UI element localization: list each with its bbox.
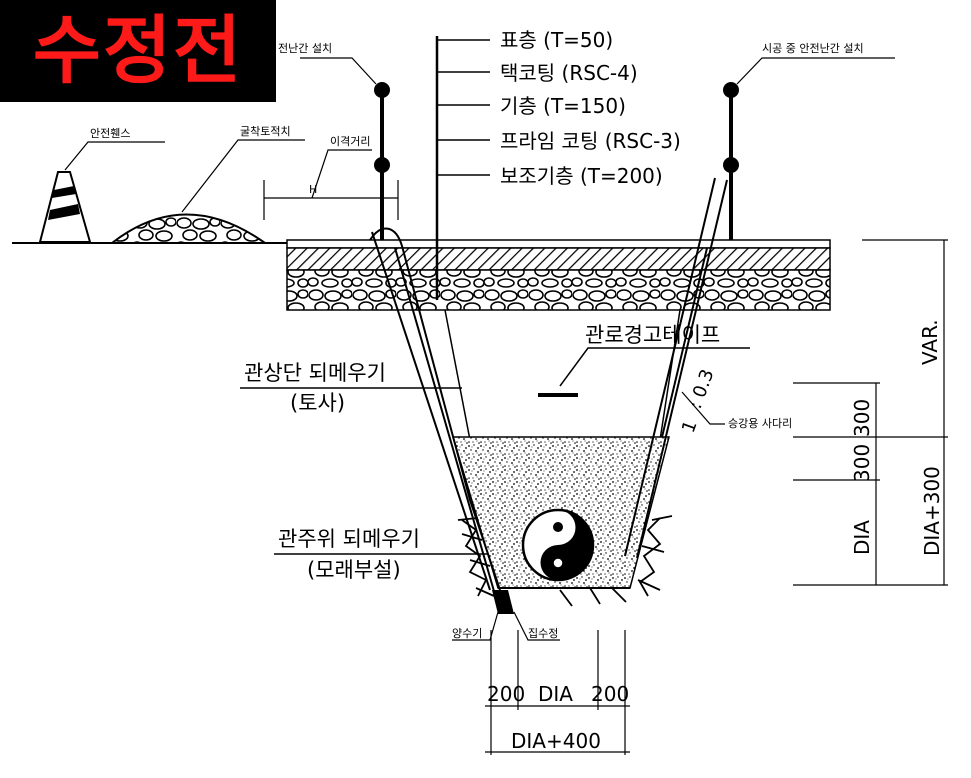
trench-wall-left xyxy=(394,247,499,606)
warning-tape-label: 관로경고테이프 xyxy=(585,323,720,347)
surface-layer xyxy=(286,239,831,249)
pipe-backfill-label: 관주위 되메우기 xyxy=(278,527,420,551)
dim-bottom-mid: DIA xyxy=(538,682,573,706)
layer-label: 보조기층 (T=200) xyxy=(500,164,663,188)
pump-note: 양수기 xyxy=(452,627,482,640)
upper-backfill-label: 관상단 되메우기 xyxy=(244,361,386,385)
safety-fence-cone-icon xyxy=(38,171,92,243)
spoil-pile-note: 굴착토적치 xyxy=(240,125,291,138)
var-dim: VAR. xyxy=(918,319,942,365)
sump-pit xyxy=(492,590,514,614)
dim-bottom-right: 200 xyxy=(591,682,629,706)
slope-ratio: : 0.3 xyxy=(685,367,719,412)
fence-note: 안전휀스 xyxy=(90,127,130,140)
base-layer xyxy=(286,247,831,271)
dim-bottom-left: 200 xyxy=(487,682,525,706)
pipe-section-icon xyxy=(521,508,595,582)
slope-number: 1 xyxy=(678,418,702,436)
dim-300-upper: 300 xyxy=(850,399,874,437)
h-mark: H xyxy=(309,183,317,196)
layer-label: 표층 (T=50) xyxy=(500,28,613,52)
layer-label: 기층 (T=150) xyxy=(500,94,626,118)
layer-label: 택코팅 (RSC-4) xyxy=(500,61,638,85)
left-railing xyxy=(374,82,390,240)
revision-badge: 수정전 xyxy=(0,0,276,102)
upper-backfill-material: (토사) xyxy=(290,391,345,415)
right-railing xyxy=(723,82,739,240)
pipe-backfill-material: (모래부설) xyxy=(307,558,401,582)
spoil-pile xyxy=(109,213,269,244)
ladder-icon xyxy=(624,177,728,559)
dim-300-lower: 300 xyxy=(850,444,874,482)
revision-badge-text: 수정전 xyxy=(32,8,244,94)
sump-note: 집수정 xyxy=(528,627,558,640)
ladder-note: 승강용 사다리 xyxy=(728,417,792,430)
railing-right-note: 시공 중 안전난간 설치 xyxy=(762,42,864,55)
layer-label: 프라임 코팅 (RSC-3) xyxy=(500,129,681,153)
dim-bottom-total: DIA+400 xyxy=(511,729,601,753)
dim-dia: DIA xyxy=(850,520,874,555)
dim-dia-300: DIA+300 xyxy=(920,466,944,556)
railing-left-note: 전난간 설치 xyxy=(278,42,332,55)
separation-note: 이격거리 xyxy=(330,135,370,148)
subbase-layer xyxy=(286,269,831,311)
pump-hose xyxy=(369,227,501,591)
